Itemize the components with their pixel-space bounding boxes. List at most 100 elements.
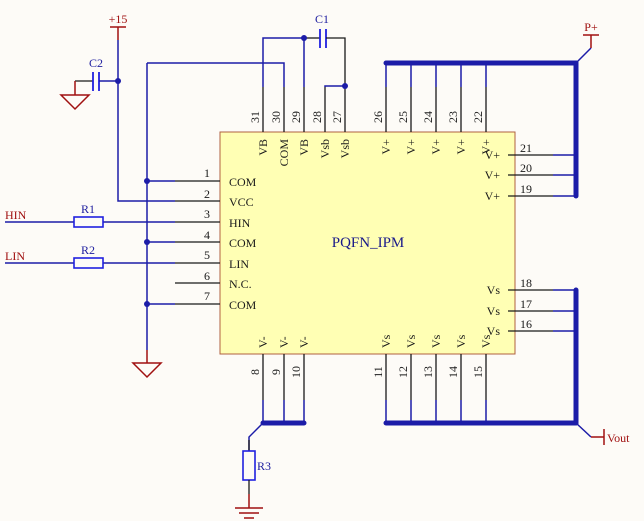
vb-wire[interactable]: [262, 37, 304, 87]
pin-number: 16: [520, 317, 532, 331]
pin-number: 26: [371, 111, 385, 123]
bottom-pins: 8 9 10 11 12 13 14 15 V- V- V- Vs Vs Vs …: [248, 334, 493, 400]
pin-label: V+: [429, 139, 443, 155]
pin-number: 6: [204, 269, 210, 283]
pin-number: 30: [269, 111, 283, 123]
pin-number: 15: [471, 366, 485, 378]
pin-label: Vs: [487, 304, 501, 318]
junction-dot: [301, 35, 307, 41]
pin-label: COM: [277, 139, 291, 167]
pin-label: V+: [485, 168, 501, 182]
pin-label: V+: [404, 139, 418, 155]
pin-label: V+: [379, 139, 393, 155]
pin-number: 31: [248, 111, 262, 123]
pin-label: COM: [229, 298, 257, 312]
ic-body[interactable]: [219, 131, 516, 355]
pin-number: 21: [520, 141, 532, 155]
c1-label: C1: [315, 12, 329, 26]
pin-number: 14: [446, 366, 460, 378]
pin-label: V-: [297, 336, 311, 348]
net-label-lin: LIN: [5, 249, 25, 263]
net-label-pplus: P+: [584, 20, 598, 34]
pin-number: 12: [396, 366, 410, 378]
pin-label: Vs: [379, 334, 393, 348]
pin-number: 22: [471, 111, 485, 123]
ic-name: PQFN_IPM: [332, 235, 405, 251]
pin-number: 20: [520, 161, 532, 175]
left-wires: [5, 40, 285, 350]
junction-dot: [144, 178, 150, 184]
pin-label: V-: [277, 336, 291, 348]
pin-label: COM: [229, 175, 257, 189]
net-label-vout: Vout: [607, 431, 630, 445]
pin-label: Vs: [479, 334, 493, 348]
pin30-com-wire[interactable]: [147, 62, 285, 87]
pin-label: Vs: [487, 324, 501, 338]
pin-number: 24: [421, 111, 435, 123]
pin-number: 29: [289, 111, 303, 123]
pin-number: 9: [269, 369, 283, 375]
pin-number: 18: [520, 276, 532, 290]
r2-label: R2: [81, 243, 95, 257]
pin-label: VB: [256, 139, 270, 156]
pin-number: 25: [396, 111, 410, 123]
resistor-r2[interactable]: [73, 257, 104, 269]
pin-number: 27: [330, 111, 344, 123]
pin-number: 1: [204, 166, 210, 180]
pin-number: 17: [520, 297, 532, 311]
left-pins: 1 2 3 4 5 6 7 COM VCC HIN COM LIN N.C. C…: [175, 166, 257, 312]
junction-dot: [144, 239, 150, 245]
top-pins: 31 30 29 28 27 26 25 24 23 22 VB COM VB …: [248, 87, 493, 166]
vminus-bus: [242, 400, 307, 508]
pin-label: V+: [479, 139, 493, 155]
vsb-wire[interactable]: [324, 85, 346, 87]
pin-number: 10: [289, 366, 303, 378]
pin-number: 3: [204, 207, 210, 221]
earth-ground-icon: [235, 507, 263, 519]
pin-label: VB: [297, 139, 311, 156]
pin-number: 13: [421, 366, 435, 378]
pin-number: 28: [310, 111, 324, 123]
net-label-hin: HIN: [5, 208, 27, 222]
r1-label: R1: [81, 202, 95, 216]
pin-label: Vs: [429, 334, 443, 348]
pin-label: Vsb: [318, 139, 332, 158]
c1-network: [262, 29, 348, 89]
right-pins: 21 20 19 18 17 16 V+ V+ V+ Vs Vs Vs: [485, 141, 553, 338]
pin-number: 8: [248, 369, 262, 375]
pin-label: V-: [256, 336, 270, 348]
pin-label: LIN: [229, 257, 249, 271]
r3-label: R3: [257, 459, 271, 473]
pin-number: 19: [520, 182, 532, 196]
pin-label: HIN: [229, 216, 251, 230]
pin-label: N.C.: [229, 277, 252, 291]
pplus-bus: [383, 34, 599, 199]
ground-icon: [131, 350, 163, 379]
pin-label: Vs: [454, 334, 468, 348]
pin-number: 2: [204, 187, 210, 201]
pin-label: VCC: [229, 195, 254, 209]
power-port-vcc: +15: [109, 12, 128, 40]
vs-bus: [383, 287, 605, 445]
pin-number: 4: [204, 228, 210, 242]
pin-number: 23: [446, 111, 460, 123]
pin-number: 5: [204, 248, 210, 262]
net-label-vcc: +15: [109, 12, 128, 26]
pin-label: V+: [485, 189, 501, 203]
pin-number: 7: [204, 289, 210, 303]
pin-label: Vsb: [338, 139, 352, 158]
pin-label: V+: [454, 139, 468, 155]
vcc-wire[interactable]: [117, 40, 175, 202]
pin-label: Vs: [404, 334, 418, 348]
pin-label: Vs: [487, 283, 501, 297]
resistor-r3[interactable]: [242, 450, 256, 481]
capacitor-c2[interactable]: [59, 72, 118, 111]
pin-label: COM: [229, 236, 257, 250]
c2-label: C2: [89, 56, 103, 70]
resistor-r1[interactable]: [73, 216, 104, 228]
pin-number: 11: [371, 366, 385, 378]
pin-label: V+: [485, 148, 501, 162]
junction-dot: [342, 83, 348, 89]
junction-dot: [144, 301, 150, 307]
